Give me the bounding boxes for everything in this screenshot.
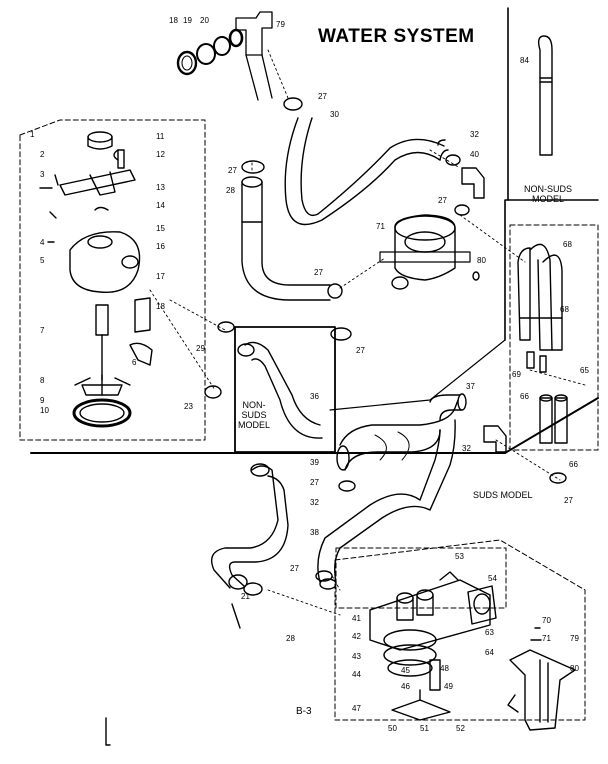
part-number: 41: [352, 614, 361, 623]
part-number: 32: [462, 444, 471, 453]
part-number: 71: [542, 634, 551, 643]
part-number: 43: [352, 652, 361, 661]
part-number: 3: [40, 170, 45, 179]
part-number: 27: [438, 196, 447, 205]
part-number: 46: [401, 682, 410, 691]
part-number: 10: [40, 406, 49, 415]
part-number: 65: [580, 366, 589, 375]
part-number: 28: [286, 634, 295, 643]
non-suds-top-line-1: NON-SUDS: [524, 184, 573, 194]
part-number: 38: [310, 528, 319, 537]
part-number: 16: [156, 242, 165, 251]
part-number: 68: [560, 305, 569, 314]
non-suds-mid-line-2: SUDS: [241, 410, 267, 420]
part-number: 37: [466, 382, 475, 391]
boundary-lines: [30, 7, 599, 454]
part-number: 52: [456, 724, 465, 733]
part-number: 29: [196, 344, 205, 353]
part-number: 9: [40, 396, 45, 405]
non-suds-mid-line-3: MODEL: [238, 420, 271, 430]
part-number: 79: [570, 634, 579, 643]
dashed-group-boxes: [19, 119, 599, 721]
part-number: 80: [477, 256, 486, 265]
part-number: 19: [183, 16, 192, 25]
part-number: 79: [276, 20, 285, 29]
part-number: 18: [156, 302, 165, 311]
part-number: 70: [542, 616, 551, 625]
part-number: 51: [420, 724, 429, 733]
elbow-fittings: [461, 167, 507, 453]
part-number: 18: [169, 16, 178, 25]
part-number: 66: [520, 392, 529, 401]
misc-marks: [105, 149, 241, 746]
part-number: 69: [512, 370, 521, 379]
drive-assembly: [39, 131, 153, 428]
part-number: 5: [40, 256, 45, 265]
part-number: 47: [352, 704, 361, 713]
non-suds-mid-label: NON- SUDS MODEL: [238, 400, 270, 430]
part-number: 63: [485, 628, 494, 637]
part-number: 28: [226, 186, 235, 195]
hose-clamps: [204, 97, 567, 596]
part-number: 27: [356, 346, 365, 355]
part-number: 20: [200, 16, 209, 25]
part-number: 50: [388, 724, 397, 733]
non-suds-top-line-2: MODEL: [532, 194, 565, 204]
part-number: 13: [156, 183, 165, 192]
part-number: 21: [241, 592, 250, 601]
part-number: 2: [40, 150, 45, 159]
part-number: 80: [570, 664, 579, 673]
part-number: 27: [564, 496, 573, 505]
part-number: 30: [330, 110, 339, 119]
part-number: 1: [30, 130, 35, 139]
non-suds-mid-line-1: NON-: [242, 400, 266, 410]
part-number: 4: [40, 238, 45, 247]
part-number: 12: [156, 150, 165, 159]
part-number: 45: [401, 666, 410, 675]
part-number: 27: [318, 92, 327, 101]
non-suds-mid-box: [234, 326, 336, 453]
part-number: 48: [440, 664, 449, 673]
pump-assembly: [379, 214, 480, 290]
part-number: 7: [40, 326, 45, 335]
suds-model-label: SUDS MODEL: [473, 490, 533, 500]
hoses: [210, 11, 467, 590]
part-number: 84: [520, 56, 529, 65]
part-number: 32: [470, 130, 479, 139]
seal-rings: [176, 28, 244, 76]
part-number: 23: [184, 402, 193, 411]
standpipe-tubes: [517, 35, 568, 444]
part-number: 32: [310, 498, 319, 507]
part-number: 27: [310, 478, 319, 487]
part-number: 14: [156, 201, 165, 210]
part-number: 44: [352, 670, 361, 679]
part-number: 36: [310, 392, 319, 401]
part-number: 11: [156, 132, 165, 141]
part-number: 54: [488, 574, 497, 583]
page-reference: B-3: [296, 706, 312, 717]
non-suds-top-label: NON-SUDS MODEL: [524, 184, 572, 204]
part-number: 49: [444, 682, 453, 691]
part-number: 17: [156, 272, 165, 281]
part-number: 6: [132, 358, 137, 367]
part-number: 64: [485, 648, 494, 657]
valve-assembly: [369, 571, 497, 721]
part-number: 42: [352, 632, 361, 641]
part-number: 68: [563, 240, 572, 249]
part-number: 27: [314, 268, 323, 277]
part-number: 27: [290, 564, 299, 573]
part-number: 71: [376, 222, 385, 231]
part-number: 40: [470, 150, 479, 159]
part-number: 8: [40, 376, 45, 385]
part-number: 66: [569, 460, 578, 469]
diagram-title: WATER SYSTEM: [318, 26, 475, 47]
mounting-bracket: [507, 627, 576, 731]
part-number: 39: [310, 458, 319, 467]
part-number: 15: [156, 224, 165, 233]
part-number: 53: [455, 552, 464, 561]
part-number: 27: [228, 166, 237, 175]
